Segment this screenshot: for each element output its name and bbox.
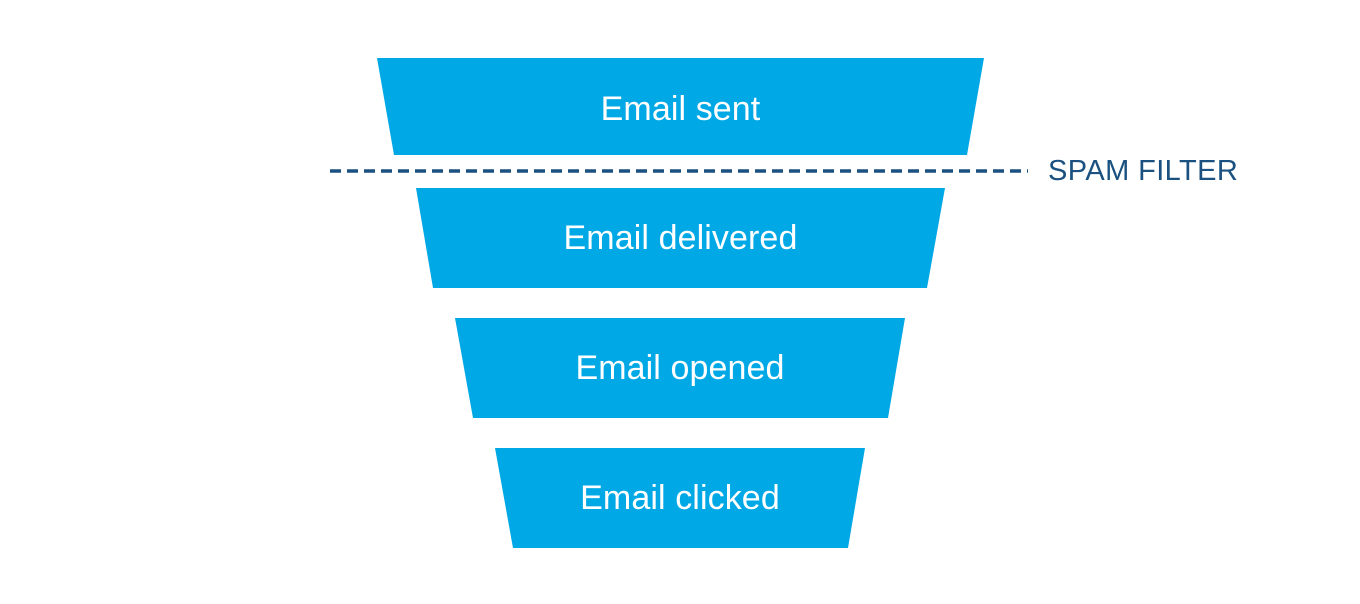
funnel-segment-email-clicked[interactable] (495, 448, 865, 548)
funnel-segment-email-opened[interactable] (455, 318, 905, 418)
funnel-segment-email-sent[interactable] (377, 58, 984, 155)
spam-filter-label: SPAM FILTER (1048, 155, 1239, 187)
funnel-segment-email-delivered[interactable] (416, 188, 945, 288)
